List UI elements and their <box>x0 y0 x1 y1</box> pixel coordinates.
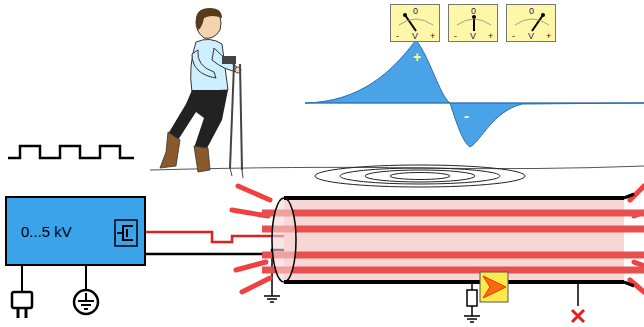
hv-socket <box>115 220 137 246</box>
needle <box>405 15 416 31</box>
meter-mark: 0 <box>471 7 476 16</box>
meter-mark: 0 <box>529 7 534 16</box>
open-end <box>572 282 584 322</box>
earth-terminal <box>74 265 98 314</box>
meter-mark: V <box>528 32 534 41</box>
pulse-train <box>8 146 134 158</box>
waveform-baseline <box>305 103 644 104</box>
ground-symbol <box>264 296 280 302</box>
needle-tip <box>403 13 407 17</box>
ground-wire <box>271 254 273 296</box>
meter-mark: V <box>412 32 418 41</box>
field-rays <box>232 186 644 292</box>
voltmeter: 0 - V + <box>506 4 556 42</box>
mains-plug <box>12 265 32 318</box>
fault-path <box>464 272 508 322</box>
meter-scale <box>399 19 433 25</box>
meter-mark: - <box>512 32 515 41</box>
meter-mark: + <box>488 32 493 41</box>
voltmeter: 0 - V + <box>448 4 498 42</box>
meter-mark: V <box>470 32 476 41</box>
meter-mark: + <box>430 32 435 41</box>
meter-scale <box>515 19 549 25</box>
meter-mark: + <box>546 32 551 41</box>
sound-rings <box>315 165 525 187</box>
needle-tip <box>541 13 545 17</box>
hv-wire <box>146 232 284 242</box>
signal-waveform <box>305 40 644 147</box>
operator-figure <box>160 8 243 178</box>
meter-mark: - <box>396 32 399 41</box>
voltage-label: 0...5 kV <box>21 224 72 239</box>
voltmeter: 0 - V + <box>390 4 440 42</box>
cable <box>262 194 644 286</box>
polarity-sign: + <box>413 50 421 64</box>
meter-scale <box>457 19 491 25</box>
meter-mark: - <box>454 32 457 41</box>
meter-mark: 0 <box>413 7 418 16</box>
needle <box>532 15 543 31</box>
polarity-sign: - <box>464 108 469 123</box>
surge-generator: 0...5 kV <box>5 196 146 266</box>
